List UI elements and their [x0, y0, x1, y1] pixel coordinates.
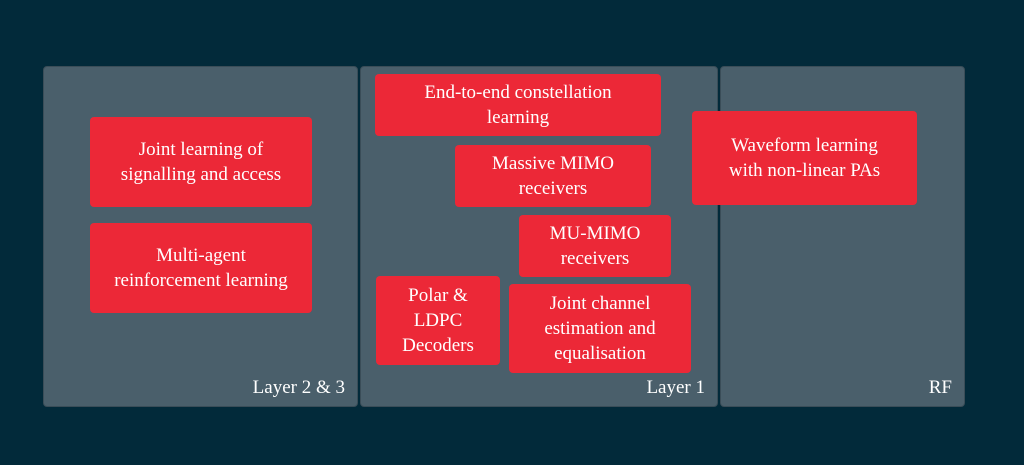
waveform-box: Waveform learning with non-linear PAs	[692, 111, 917, 205]
rf-label: RF	[928, 377, 952, 398]
layer-1-label: Layer 1	[646, 377, 705, 398]
massive-mimo-box: Massive MIMO receivers	[455, 145, 651, 207]
end-to-end-box: End-to-end constellation learning	[375, 74, 661, 136]
polar-ldpc-box: Polar & LDPC Decoders	[376, 276, 500, 365]
multi-agent-box: Multi-agent reinforcement learning	[90, 223, 312, 313]
mu-mimo-box: MU-MIMO receivers	[519, 215, 671, 277]
joint-learning-box: Joint learning of signalling and access	[90, 117, 312, 207]
joint-channel-box: Joint channel estimation and equalisatio…	[509, 284, 691, 373]
layer-2-3-label: Layer 2 & 3	[252, 377, 345, 398]
